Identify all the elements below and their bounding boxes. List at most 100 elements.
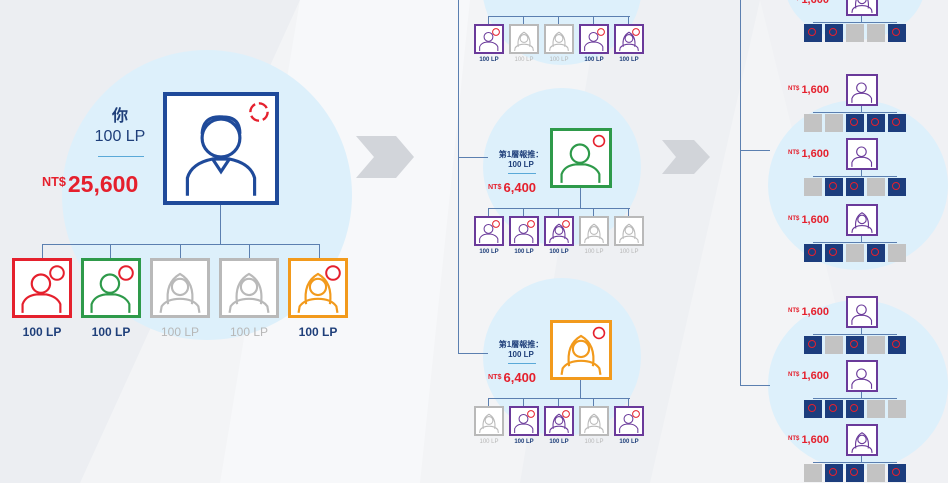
child-avatar-card[interactable]	[474, 216, 504, 246]
node-earning: NT$6,400	[488, 180, 537, 195]
child-avatar-card[interactable]	[544, 216, 574, 246]
active-member-square	[846, 336, 864, 354]
child-avatar-card[interactable]	[288, 258, 348, 318]
male-avatar-icon	[90, 273, 131, 313]
inactive-member-square	[888, 400, 906, 418]
inactive-member-square	[804, 464, 822, 482]
female-avatar-icon	[228, 272, 270, 314]
leaf-avatar-card[interactable]	[846, 74, 878, 106]
inactive-member-square	[825, 336, 843, 354]
female-avatar-icon	[851, 212, 873, 233]
leaf-earning: NT$1,600	[788, 148, 829, 160]
child-avatar-card[interactable]	[12, 258, 72, 318]
male-avatar-icon	[514, 223, 534, 243]
male-avatar-icon	[560, 143, 601, 183]
female-avatar-icon	[297, 272, 339, 314]
inactive-member-square	[825, 114, 843, 132]
child-lp: 100 LP	[91, 325, 131, 339]
node-label: 第1層報推：	[498, 340, 544, 349]
active-member-square	[867, 244, 885, 262]
child-avatar-card-inactive[interactable]	[509, 24, 539, 54]
node-separator	[508, 173, 536, 174]
active-member-square	[888, 464, 906, 482]
female-avatar-icon	[514, 31, 534, 52]
cycle-badge-icon	[249, 102, 269, 122]
male-avatar-icon	[851, 82, 873, 103]
active-member-square	[804, 24, 822, 42]
child-avatar-card[interactable]	[509, 406, 539, 436]
child-lp: 100 LP	[619, 57, 639, 63]
active-member-square	[888, 178, 906, 196]
male-avatar-icon	[619, 413, 639, 433]
arrow-right-icon	[662, 140, 710, 174]
leaf-avatar-card[interactable]	[846, 138, 878, 170]
inactive-member-square	[804, 114, 822, 132]
leaf-avatar-card[interactable]	[846, 360, 878, 392]
active-member-square	[888, 336, 906, 354]
inactive-member-square	[846, 24, 864, 42]
female-avatar-icon	[851, 432, 873, 453]
female-avatar-icon	[619, 31, 639, 52]
child-lp: 100 LP	[549, 439, 569, 445]
cycle-badge-icon	[632, 28, 640, 36]
female-avatar-icon	[479, 413, 499, 434]
you-earning: NT$25,600	[42, 171, 139, 197]
leaf-earning: NT$1,600	[788, 306, 829, 318]
child-avatar-card-inactive[interactable]	[150, 258, 210, 318]
male-avatar-icon	[479, 31, 499, 51]
female-avatar-icon	[560, 334, 602, 376]
node-label: 第1層報推：	[498, 150, 544, 159]
node-lp: 100 LP	[508, 350, 534, 359]
you-lp: 100 LP	[94, 128, 146, 145]
cycle-badge-icon	[592, 326, 606, 340]
child-avatar-card[interactable]	[614, 406, 644, 436]
male-avatar-icon	[479, 223, 499, 243]
inactive-member-square	[846, 244, 864, 262]
inactive-member-square	[867, 464, 885, 482]
male-avatar-icon	[185, 115, 257, 196]
you-separator	[98, 156, 144, 157]
node-avatar-card[interactable]	[550, 320, 612, 380]
child-avatar-card-inactive[interactable]	[219, 258, 279, 318]
cycle-badge-icon	[592, 134, 606, 148]
arrow-right-icon	[356, 136, 414, 178]
you-label: 你	[111, 108, 128, 125]
node-separator	[508, 363, 536, 364]
inactive-member-square	[867, 178, 885, 196]
child-avatar-card-inactive[interactable]	[579, 216, 609, 246]
inactive-member-square	[867, 24, 885, 42]
child-avatar-card-inactive[interactable]	[614, 216, 644, 246]
active-member-square	[825, 178, 843, 196]
cycle-badge-icon	[325, 265, 341, 281]
female-avatar-icon	[584, 223, 604, 244]
male-avatar-icon	[584, 31, 604, 51]
child-lp: 100 LP	[479, 57, 499, 63]
child-avatar-card-inactive[interactable]	[544, 24, 574, 54]
child-avatar-card[interactable]	[509, 216, 539, 246]
leaf-avatar-card[interactable]	[846, 204, 878, 236]
child-lp: 100 LP	[479, 249, 499, 255]
child-avatar-card[interactable]	[614, 24, 644, 54]
child-avatar-card[interactable]	[474, 24, 504, 54]
node-avatar-card[interactable]	[550, 128, 612, 188]
inactive-member-square	[867, 336, 885, 354]
leaf-avatar-card[interactable]	[846, 296, 878, 328]
inactive-member-square	[867, 400, 885, 418]
leaf-avatar-card[interactable]	[846, 0, 878, 16]
cycle-badge-icon	[118, 265, 134, 281]
node-earning: NT$6,400	[488, 370, 537, 385]
child-avatar-card[interactable]	[544, 406, 574, 436]
leaf-earning: NT$1,600	[788, 0, 829, 6]
active-member-square	[846, 400, 864, 418]
female-avatar-icon	[159, 272, 201, 314]
leaf-avatar-card[interactable]	[846, 424, 878, 456]
child-avatar-card[interactable]	[81, 258, 141, 318]
leaf-earning: NT$1,600	[788, 434, 829, 446]
you-avatar-card[interactable]	[163, 92, 279, 205]
child-lp: 100 LP	[514, 249, 534, 255]
child-avatar-card[interactable]	[579, 24, 609, 54]
active-member-square	[804, 400, 822, 418]
child-avatar-card-inactive[interactable]	[474, 406, 504, 436]
child-avatar-card-inactive[interactable]	[579, 406, 609, 436]
leaf-earning: NT$1,600	[788, 370, 829, 382]
